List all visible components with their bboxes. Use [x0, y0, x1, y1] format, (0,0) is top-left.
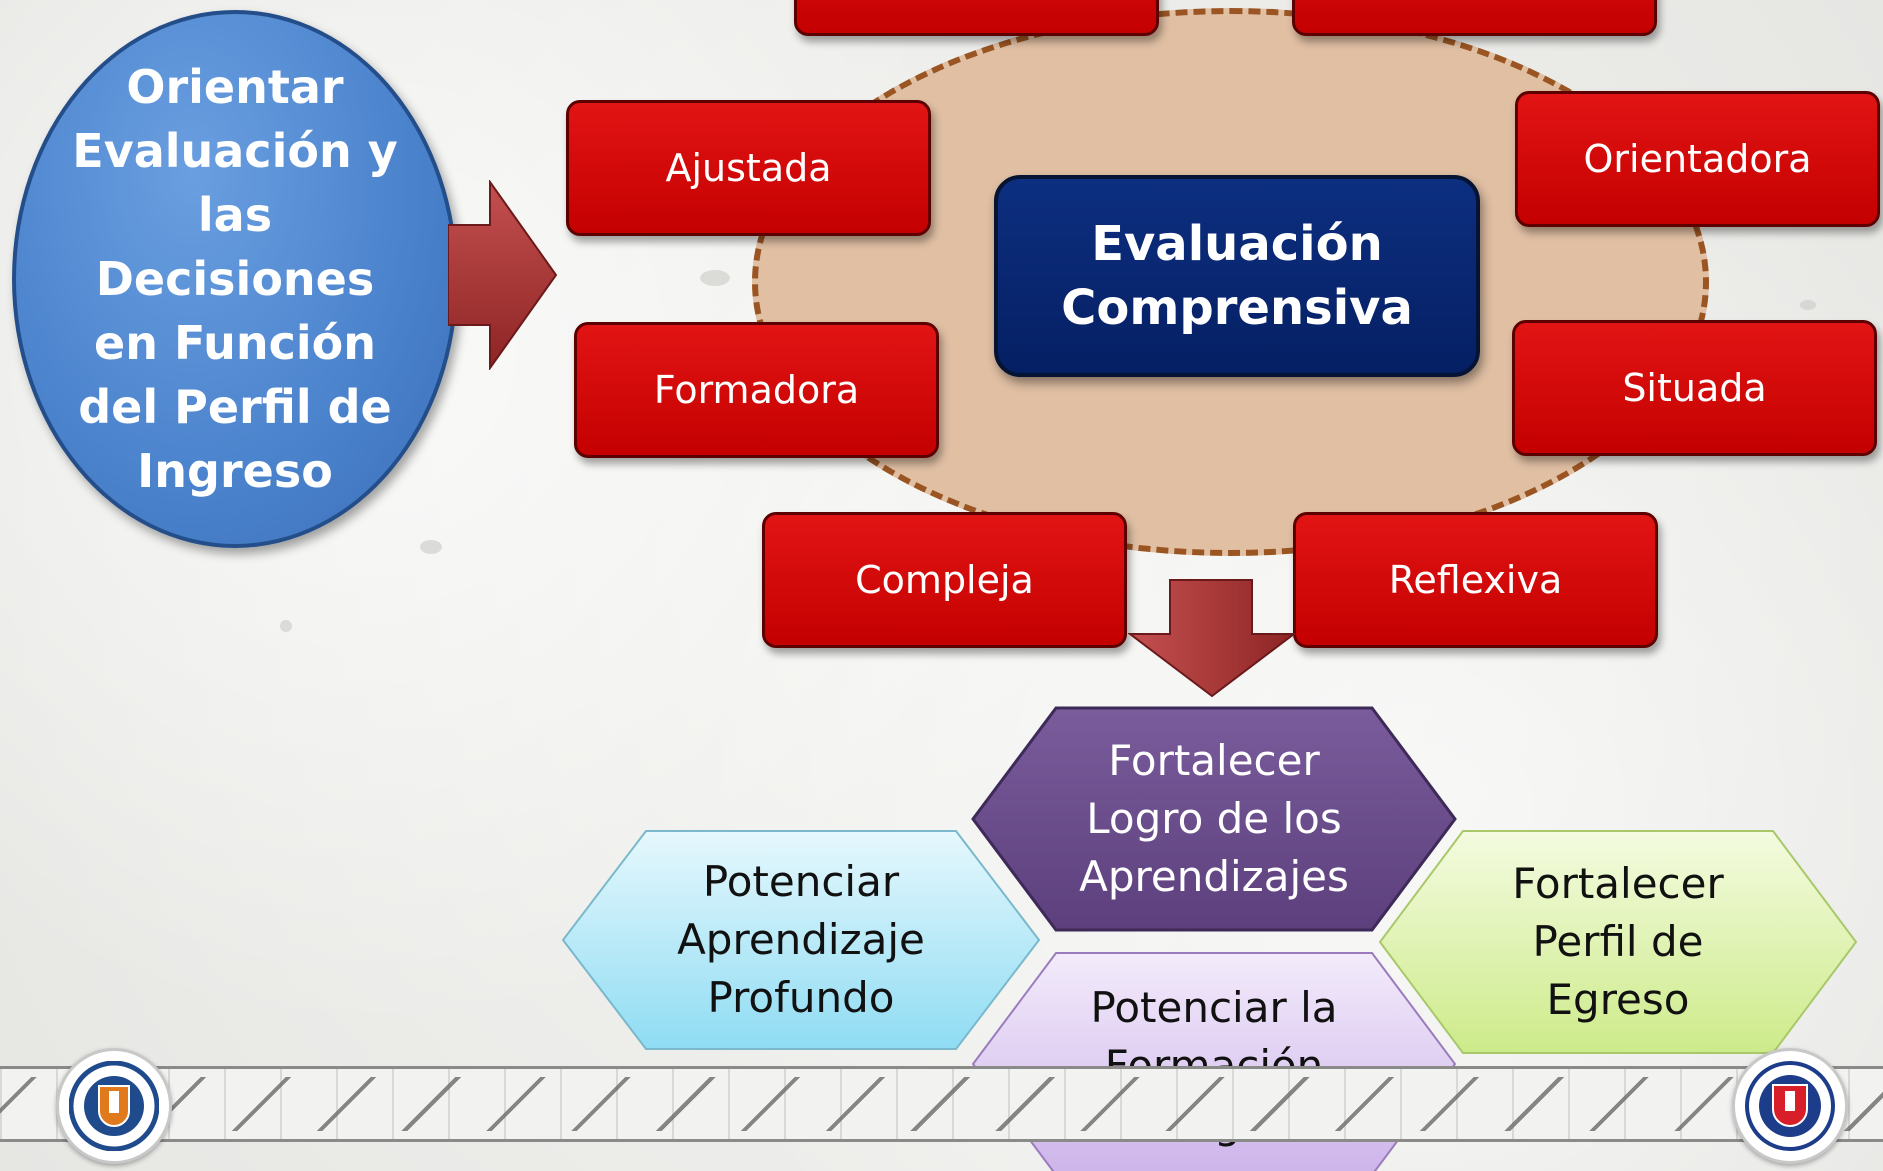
background-speck — [700, 270, 730, 286]
outcome-hex-purple: Fortalecer Logro de los Aprendizajes — [970, 705, 1458, 933]
outcome-hex-cyan: Potenciar Aprendizaje Profundo — [560, 828, 1042, 1052]
top-box-left-partial — [794, 0, 1159, 36]
outcome-text-logro: Fortalecer Logro de los Aprendizajes — [1079, 736, 1349, 901]
down-arrow-icon — [1128, 579, 1296, 698]
attribute-formadora: Formadora — [574, 322, 939, 458]
background-speck — [1800, 300, 1816, 310]
university-logo-left — [56, 1048, 172, 1164]
attribute-ajustada: Ajustada — [566, 100, 931, 236]
outcome-hex-green: Fortalecer Perfil de Egreso — [1377, 828, 1859, 1056]
outcome-text-perfil-egreso: Fortalecer Perfil de Egreso — [1512, 859, 1724, 1024]
attribute-compleja: Compleja — [762, 512, 1127, 648]
oval-text: Orientar Evaluación y las Decisiones en … — [72, 60, 398, 498]
attribute-situada: Situada — [1512, 320, 1877, 456]
central-title: Evaluación Comprensiva — [1061, 216, 1413, 336]
background-speck — [280, 620, 292, 632]
top-box-right-partial — [1292, 0, 1657, 36]
background-speck — [420, 540, 442, 554]
shield-logo-icon — [69, 1061, 159, 1151]
central-title-box: Evaluación Comprensiva — [994, 175, 1480, 377]
right-arrow-icon — [448, 180, 558, 370]
university-logo-right — [1732, 1048, 1848, 1164]
decorative-band — [0, 1066, 1883, 1142]
input-oval: Orientar Evaluación y las Decisiones en … — [12, 10, 458, 548]
outcome-text-aprendizaje-profundo: Potenciar Aprendizaje Profundo — [677, 857, 925, 1022]
band-pattern — [0, 1077, 1883, 1131]
attribute-orientadora: Orientadora — [1515, 91, 1880, 227]
shield-logo-icon — [1745, 1061, 1835, 1151]
attribute-reflexiva: Reflexiva — [1293, 512, 1658, 648]
